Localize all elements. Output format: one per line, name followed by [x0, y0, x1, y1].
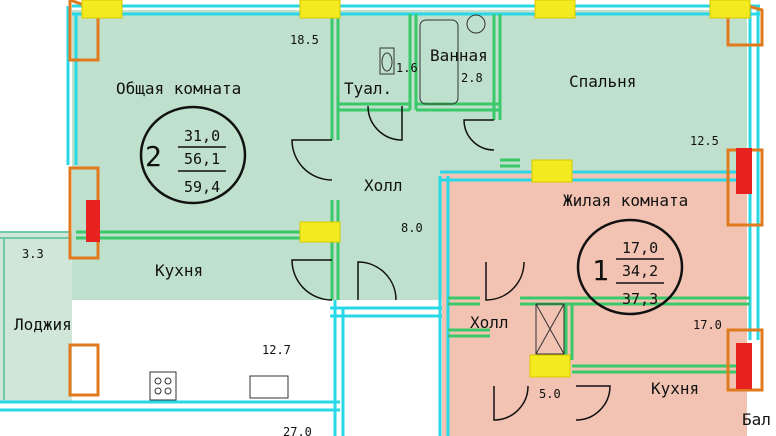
- apartment-2-circle: [139, 105, 247, 205]
- loggia-label: Лоджия: [14, 315, 72, 334]
- apartment-2-area-no-balcony: 56,1: [184, 150, 220, 168]
- hall-label: Холл: [364, 176, 403, 195]
- bathroom-label: Ванная: [430, 46, 488, 65]
- stair-well: [335, 312, 435, 436]
- apartment-1-circle: [576, 218, 684, 316]
- bathroom-area: 2.8: [461, 71, 483, 85]
- kitchen-label: Кухня: [155, 261, 203, 280]
- window-markers: [81, 0, 751, 378]
- apartment-2-total-area: 59,4: [184, 178, 220, 196]
- apartment-1-badge: 1 17,0 34,2 37,3: [576, 218, 684, 316]
- living-room-label: Общая комната: [116, 79, 241, 98]
- bottom-corridor: [0, 402, 340, 436]
- toilet-area: 1.6: [396, 61, 418, 75]
- apartment-1-rooms-count: 1: [592, 254, 609, 287]
- apartment-2-badge: 2 31,0 56,1 59,4: [139, 105, 247, 205]
- apartment-1-living-area: 17,0: [622, 239, 658, 257]
- studio-kitchen-label: Кухня: [651, 379, 699, 398]
- studio-balcony-label: Бал: [742, 410, 771, 429]
- red-markers: [86, 148, 752, 389]
- studio-living-room-label: Жилая комната: [563, 191, 688, 210]
- bottom-partial-area: 27.0: [283, 425, 312, 436]
- loggia-walls: [0, 231, 70, 400]
- toilet-label: Туал.: [344, 79, 392, 98]
- apartment-2-living-area: 31,0: [184, 127, 220, 145]
- kitchen-area: 12.7: [262, 343, 291, 357]
- studio-hall-label: Холл: [470, 313, 509, 332]
- bedroom-area: 12.5: [690, 134, 719, 148]
- hall-area: 8.0: [401, 221, 423, 235]
- apartment-1-total-area: 37,3: [622, 290, 658, 308]
- studio-hall-area: 5.0: [539, 387, 561, 401]
- doors: [291, 105, 611, 421]
- living-room-area: 18.5: [290, 33, 319, 47]
- studio-living-room-area: 17.0: [693, 318, 722, 332]
- bedroom-label: Спальня: [569, 72, 636, 91]
- loggia-floor: [0, 232, 72, 402]
- apartment-1-area-no-balcony: 34,2: [622, 262, 658, 280]
- loggia-area: 3.3: [22, 247, 44, 261]
- sanitary-fixtures: [149, 14, 565, 401]
- interior-walls: [76, 14, 750, 374]
- apartment-2-rooms-count: 2: [145, 140, 162, 173]
